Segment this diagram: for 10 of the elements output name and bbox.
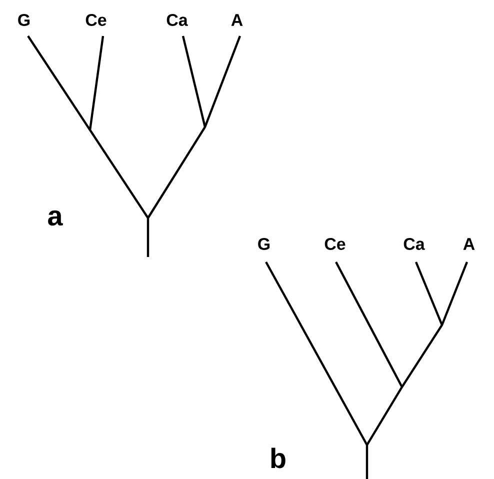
leaf-label: Ca — [404, 238, 425, 250]
panel-label: b — [271, 448, 286, 468]
leaf-label: Ca — [166, 14, 188, 26]
leaf-label: A — [463, 238, 475, 250]
leaf-label: G — [18, 14, 30, 26]
leaf-label: Ce — [86, 14, 106, 26]
leaf-label: Ce — [324, 238, 346, 250]
leaf-label: G — [258, 238, 270, 250]
panel-label: a — [48, 210, 63, 226]
leaf-label: A — [231, 14, 243, 26]
